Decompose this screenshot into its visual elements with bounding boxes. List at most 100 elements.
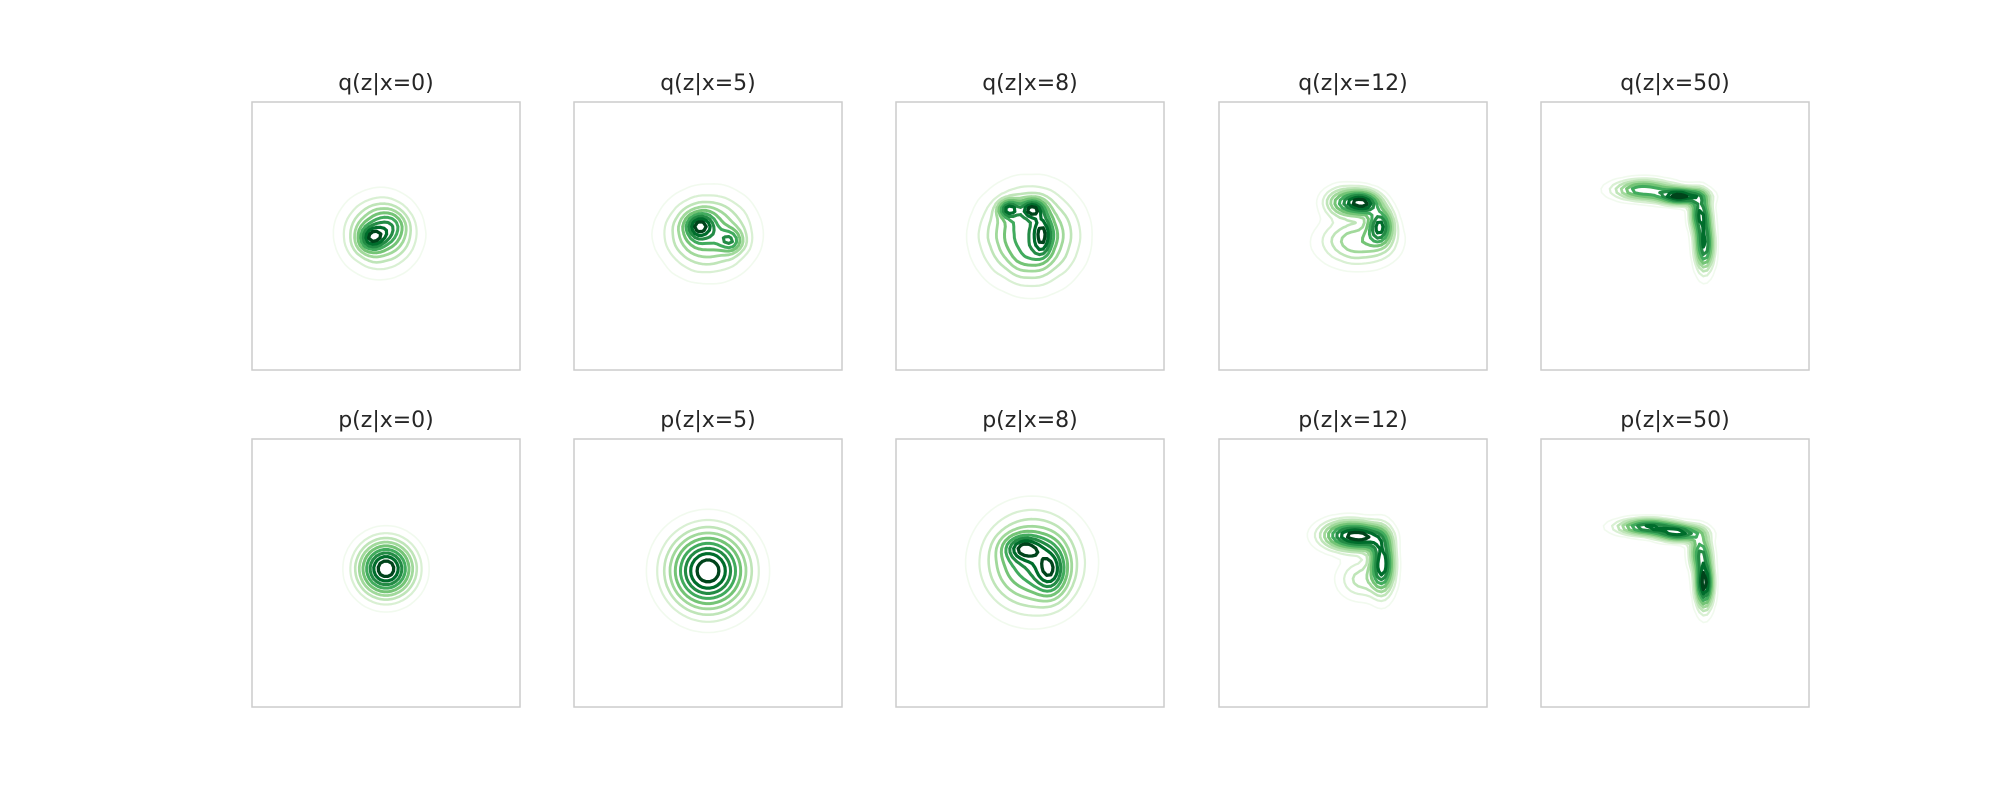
panel-frame [1218, 438, 1488, 708]
contour-line [1608, 177, 1718, 278]
contour-line [1321, 184, 1400, 265]
contour-line [1026, 204, 1047, 245]
contour-line [1345, 530, 1371, 542]
contour-line [1004, 533, 1066, 593]
contour-line [1600, 174, 1720, 285]
contour-line [994, 195, 1065, 273]
contour-panel: p(z|x=0) [251, 408, 521, 708]
contour-line [1335, 526, 1390, 582]
contour-line [1614, 179, 1716, 273]
contour-line [1004, 202, 1050, 252]
contour-line [1331, 524, 1392, 586]
contour-line [671, 200, 749, 266]
contour-panel: p(z|x=50) [1540, 408, 1810, 708]
contour-panel: q(z|x=0) [251, 71, 521, 371]
contour-line [1001, 201, 1053, 257]
contour-line [684, 212, 739, 250]
contour-line [1016, 542, 1055, 577]
contour-line [1670, 192, 1689, 200]
contour-line [349, 532, 423, 606]
contour-line [1333, 190, 1392, 248]
panel-title: q(z|x=50) [1620, 71, 1730, 96]
contour-line [364, 225, 389, 246]
contour-line [356, 211, 404, 255]
contour-line [690, 217, 712, 237]
contour-line [1329, 188, 1394, 254]
contour-line [1602, 514, 1719, 624]
contour-line [361, 544, 411, 594]
contour-line [977, 185, 1082, 288]
panel-frame [573, 438, 843, 708]
panel-title: q(z|x=12) [1298, 71, 1408, 96]
panel-frame [1540, 101, 1810, 371]
contour-line [367, 229, 383, 244]
contour-line [965, 173, 1093, 300]
contour-line [994, 524, 1074, 603]
contour-line [368, 551, 404, 587]
contour-line [1340, 528, 1388, 577]
contour-line [645, 508, 771, 634]
contour-line [978, 508, 1087, 617]
contour-line [1008, 536, 1063, 589]
contour-line [353, 207, 408, 259]
contour-line [353, 536, 419, 601]
panel-title: p(z|x=50) [1620, 408, 1730, 433]
contour-line [1700, 570, 1708, 592]
panel-title: p(z|x=8) [982, 408, 1078, 433]
contour-line [986, 191, 1073, 280]
contour-panel: p(z|x=12) [1218, 408, 1488, 708]
contour-line [662, 525, 754, 616]
panel-title: q(z|x=0) [338, 71, 434, 96]
panel-frame [1218, 101, 1488, 371]
contour-line [1309, 180, 1407, 273]
contour-line [365, 548, 407, 590]
contour-line [679, 541, 737, 600]
panel-title: p(z|x=0) [338, 408, 434, 433]
contour-line [349, 202, 412, 264]
contour-line [695, 558, 721, 584]
contour-line [997, 197, 1060, 267]
panel-title: q(z|x=8) [982, 71, 1078, 96]
contour-line [1323, 520, 1395, 594]
contour-panel: p(z|x=8) [895, 408, 1165, 708]
contour-line [1346, 195, 1385, 235]
contour-line [1318, 518, 1397, 598]
contour-line [987, 517, 1079, 609]
contour-line [376, 559, 396, 579]
contour-line [1327, 522, 1393, 590]
contour-line [361, 220, 395, 249]
contour-line [683, 546, 733, 595]
contour-panel: q(z|x=12) [1218, 71, 1488, 371]
contour-line [1306, 512, 1402, 610]
contour-line [342, 196, 418, 271]
contour-line [677, 205, 745, 259]
contour-line [342, 524, 430, 613]
contour-line [372, 555, 400, 583]
panel-title: p(z|x=5) [660, 408, 756, 433]
contour-line [681, 208, 742, 253]
contour-panel: q(z|x=5) [573, 71, 843, 371]
contour-line [999, 529, 1070, 598]
contour-panel: p(z|x=5) [573, 408, 843, 708]
contour-panel: q(z|x=50) [1540, 71, 1810, 371]
contour-line [964, 495, 1100, 630]
contour-line [1012, 539, 1059, 584]
contour-line [668, 531, 748, 611]
contour-panel: q(z|x=8) [895, 71, 1165, 371]
panel-title: p(z|x=12) [1298, 408, 1408, 433]
contour-line [1644, 524, 1710, 596]
contour-line [999, 199, 1056, 261]
contour-line [332, 186, 427, 281]
panel-frame [251, 438, 521, 708]
contour-line [656, 518, 760, 623]
contour-line [651, 183, 765, 285]
contour-line [359, 215, 400, 251]
contour-line [357, 540, 415, 597]
contour-line [693, 220, 708, 234]
contour-line [689, 552, 727, 590]
contour-line [663, 194, 754, 274]
contour-line [1611, 515, 1717, 617]
contour-line [687, 214, 734, 245]
panel-frame [1540, 438, 1810, 708]
